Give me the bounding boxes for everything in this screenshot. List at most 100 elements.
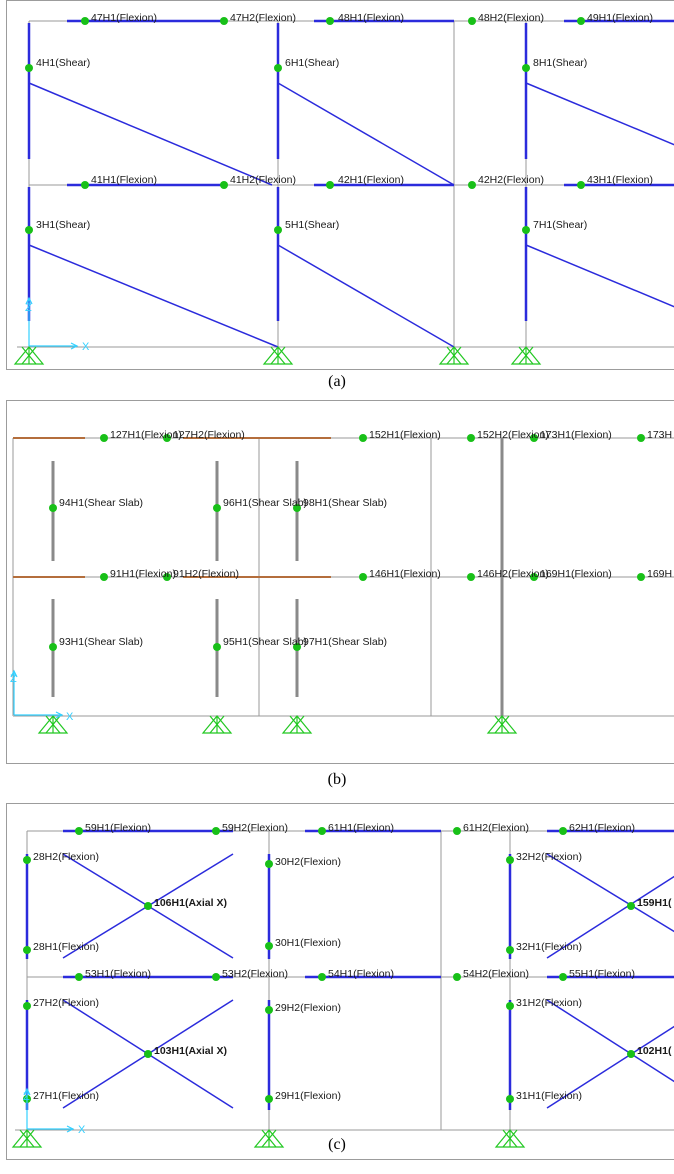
hinge-label: 31H1(Flexion) [516,1090,582,1102]
hinge-icon[interactable] [468,17,476,25]
hinge-icon[interactable] [213,643,221,651]
hinge-icon[interactable] [144,902,152,910]
hinge-label: 54H2(Flexion) [463,968,529,980]
hinge-label: 91H1(Flexion) [110,568,176,580]
hinge-icon[interactable] [265,860,273,868]
axis-triad-icon [25,296,79,350]
hinge-label: 49H1(Flexion) [587,12,653,24]
hinge-icon[interactable] [144,1050,152,1058]
hinge-icon[interactable] [81,17,89,25]
hinge-label: 91H2(Flexion) [173,568,239,580]
hinge-icon[interactable] [265,942,273,950]
hinge-icon[interactable] [627,902,635,910]
hinge-icon[interactable] [163,434,171,442]
caption-b: (b) [327,771,347,788]
hinge-label: 59H2(Flexion) [222,822,288,834]
hinge-icon[interactable] [637,434,645,442]
pin-support-icon [11,1129,43,1148]
hinge-icon[interactable] [265,1095,273,1103]
hinge-icon[interactable] [213,504,221,512]
hinge-label: 152H2(Flexion) [477,429,549,441]
brace [546,1025,674,1109]
pin-support-icon [438,346,470,365]
hinge-icon[interactable] [577,17,585,25]
hinge-icon[interactable] [467,573,475,581]
hinge-icon[interactable] [530,434,538,442]
hinge-icon[interactable] [293,643,301,651]
hinge-icon[interactable] [23,856,31,864]
hinge-icon[interactable] [220,181,228,189]
hinge-icon[interactable] [100,573,108,581]
hinge-label: 32H2(Flexion) [516,851,582,863]
hinge-label: 7H1(Shear) [533,219,587,231]
hinge-icon[interactable] [25,64,33,72]
hinge-icon[interactable] [359,434,367,442]
hinge-label: 169H1(Flexion) [540,568,612,580]
brace [546,875,674,959]
axis-x-label: X [66,711,74,723]
axis-x-label: X [82,341,90,353]
hinge-icon[interactable] [326,17,334,25]
hinge-icon[interactable] [559,973,567,981]
shear-line-5 [277,244,455,348]
pin-support-icon [510,346,542,365]
hinge-icon[interactable] [318,973,326,981]
hinge-icon[interactable] [506,856,514,864]
hinge-icon[interactable] [265,1006,273,1014]
hinge-icon[interactable] [359,573,367,581]
hinge-icon[interactable] [637,573,645,581]
hinge-label: 55H1(Flexion) [569,968,635,980]
hinge-icon[interactable] [468,181,476,189]
hinge-label: 41H2(Flexion) [230,174,296,186]
hinge-label: 6H1(Shear) [285,57,339,69]
hinge-label: 127H2(Flexion) [173,429,245,441]
hinge-label: 54H1(Flexion) [328,968,394,980]
hinge-icon[interactable] [23,1002,31,1010]
hinge-label: 93H1(Shear Slab) [59,636,143,648]
hinge-icon[interactable] [100,434,108,442]
hinge-icon[interactable] [212,827,220,835]
hinge-icon[interactable] [506,1002,514,1010]
hinge-label: 169H [647,568,672,580]
panel-c-diagram: X Z 59H1(Flexion) 59H2(Flexion) 61H1(Fle… [6,803,674,1160]
hinge-icon[interactable] [49,643,57,651]
hinge-icon[interactable] [293,504,301,512]
hinge-icon[interactable] [75,827,83,835]
hinge-icon[interactable] [627,1050,635,1058]
hinge-icon[interactable] [453,973,461,981]
hinge-icon[interactable] [522,64,530,72]
pin-support-icon [281,715,313,734]
axis-triad-icon [10,669,64,719]
hinge-icon[interactable] [559,827,567,835]
hinge-icon[interactable] [163,573,171,581]
hinge-icon[interactable] [506,1095,514,1103]
hinge-label: 41H1(Flexion) [91,174,157,186]
hinge-icon[interactable] [577,181,585,189]
hinge-label: 53H2(Flexion) [222,968,288,980]
hinge-icon[interactable] [274,226,282,234]
hinge-icon[interactable] [75,973,83,981]
hinge-icon[interactable] [522,226,530,234]
hinge-icon[interactable] [220,17,228,25]
hinge-icon[interactable] [326,181,334,189]
hinge-icon[interactable] [49,504,57,512]
hinge-icon[interactable] [212,973,220,981]
hinge-label: 152H1(Flexion) [369,429,441,441]
hinge-icon[interactable] [467,434,475,442]
hinge-icon[interactable] [81,181,89,189]
hinge-icon[interactable] [25,226,33,234]
hinge-icon[interactable] [453,827,461,835]
hinge-label: 173H1(Flexion) [540,429,612,441]
panel-b-diagram: X Z 127H1(Flexion) 127H2(Flexion) 152H1(… [6,400,674,764]
hinge-icon[interactable] [506,946,514,954]
hinge-icon[interactable] [530,573,538,581]
caption-c: (c) [328,1136,346,1153]
hinge-icon[interactable] [318,827,326,835]
hinge-label: 42H1(Flexion) [338,174,404,186]
panel-c-svg: X Z 59H1(Flexion) 59H2(Flexion) 61H1(Fle… [11,822,674,1148]
pin-support-icon [494,1129,526,1148]
hinge-label: 48H1(Flexion) [338,12,404,24]
pin-support-icon [13,346,45,365]
hinge-icon[interactable] [23,946,31,954]
hinge-icon[interactable] [274,64,282,72]
